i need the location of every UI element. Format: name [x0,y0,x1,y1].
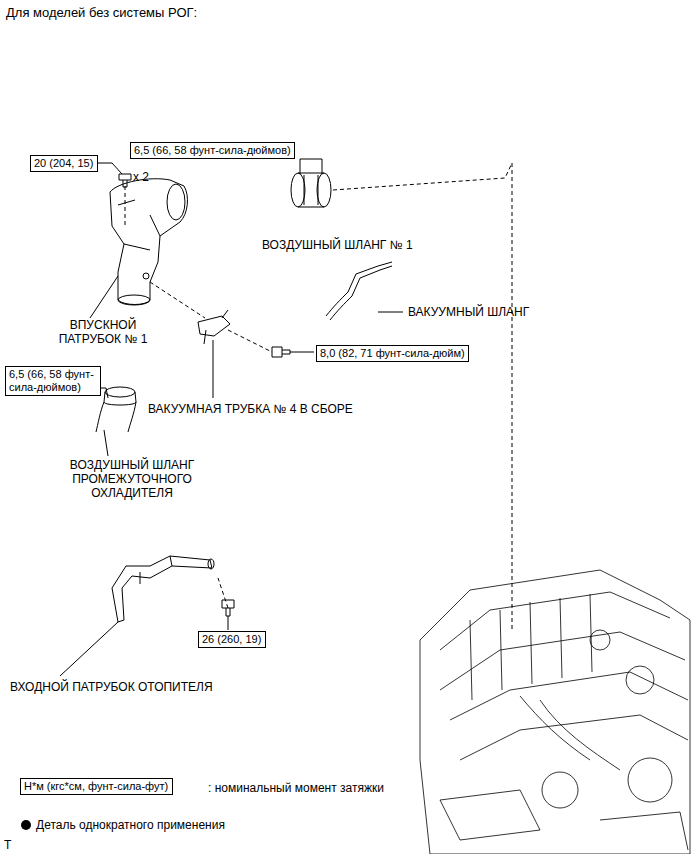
part-name: : номинальный момент затяжки [208,781,384,795]
title: Для моделей без системы РОГ: [6,6,197,20]
legend-dot [21,820,31,830]
torque-value: 6,5 (66, 58 фунт-сила-дюймов) [134,144,291,157]
part-name: ВОЗДУШНЫЙ ШЛАНГ № 1 [262,238,413,252]
part-name: x 2 [133,170,149,184]
assembly-line [218,578,228,608]
torque-box: 6,5 (66, 58 фунт-сила-дюймов) [5,366,101,396]
engine-illustration [520,696,620,770]
torque-value: 26 (260, 19) [202,633,262,646]
intake-pipe [118,200,160,250]
torque-value: 8,0 (82, 71 фунт-сила-дюйм) [320,347,465,360]
leader-line [300,159,322,160]
intake-pipe [110,179,187,305]
leader-line [60,622,118,676]
assembly-line [125,186,126,228]
bolt [272,347,290,357]
bolt [222,600,234,616]
torque-box: 26 (260, 19) [198,631,266,648]
engine-illustration [628,758,672,802]
air-hose [304,175,318,205]
intake-pipe [110,179,187,305]
torque-box: Н*м (кгс*см, фунт-сила-фут) [20,778,173,795]
air-hose [291,173,305,207]
torque-value: 6,5 (66, 58 фунт-сила-дюймов) [9,368,97,394]
torque-box: 6,5 (66, 58 фунт-сила-дюймов) [130,142,295,159]
leader-line [228,616,229,630]
engine-illustration [600,812,688,850]
engine-illustration [420,570,690,854]
intercooler-hose [104,392,136,405]
leader-line [290,352,314,353]
engine-illustration [460,715,688,760]
leader-line [90,276,118,318]
vacuum-hose [326,262,392,316]
legend-entry: Деталь однократного применения [20,818,225,832]
torque-box: 20 (204, 15) [30,155,98,172]
assembly-line [125,163,512,630]
bolt [119,174,131,180]
heater-pipe [112,556,212,622]
assembly-line [150,282,205,318]
vacuum-hose [326,262,392,320]
part-name: ВХОДНОЙ ПАТРУБОК ОТОПИТЕЛЯ [10,680,213,694]
intercooler-hose [96,402,136,432]
assembly-line [228,330,272,352]
engine-illustration [420,570,690,854]
torque-value: Н*м (кгс*см, фунт-сила-фут) [24,780,169,793]
engine-illustration [626,666,654,694]
vacuum-tube [198,316,230,336]
engine-illustration [590,630,610,650]
engine-illustration [440,632,685,690]
heater-pipe [208,559,214,569]
air-hose [317,173,331,207]
legend-text: Деталь однократного применения [36,818,225,832]
intercooler-hose [105,387,135,397]
leader-line [213,340,214,398]
part-name: ВОЗДУШНЫЙ ШЛАНГ ПРОМЕЖУТОЧНОГО ОХЛАДИТЕЛ… [62,458,202,500]
engine-illustration [440,592,670,650]
engine-illustration [450,672,688,720]
engine-illustration [542,772,578,808]
torque-box: 8,0 (82, 71 фунт-сила-дюйм) [316,345,469,362]
vacuum-tube [198,310,230,344]
heater-pipe [112,556,214,622]
leader-line [60,159,403,676]
vacuum-hose [330,266,392,320]
heater-pipe [140,556,172,584]
intercooler-hose [96,387,136,432]
legend-swatch [20,819,32,831]
torque-value: 20 (204, 15) [34,157,94,170]
leader-line [104,430,108,456]
leader-line [300,159,322,174]
air-hose [298,173,324,207]
vacuum-tube [204,310,228,344]
intake-pipe [118,295,150,305]
part-name: ВПУСКНОЙ ПАТРУБОК № 1 [48,318,158,346]
leader-line [378,312,403,313]
bolt [222,600,234,616]
part-name: T [4,838,11,852]
part-name: ВАКУУМНАЯ ТРУБКА № 4 В СБОРЕ [148,402,353,416]
engine-illustration [470,594,592,700]
assembly-line [333,163,512,630]
intake-pipe [167,184,185,220]
bolt [272,347,290,357]
air-hose [291,173,331,207]
intake-pipe [143,273,149,279]
engine-illustration [440,790,540,840]
part-name: ВАКУУМНЫЙ ШЛАНГ [408,305,529,319]
